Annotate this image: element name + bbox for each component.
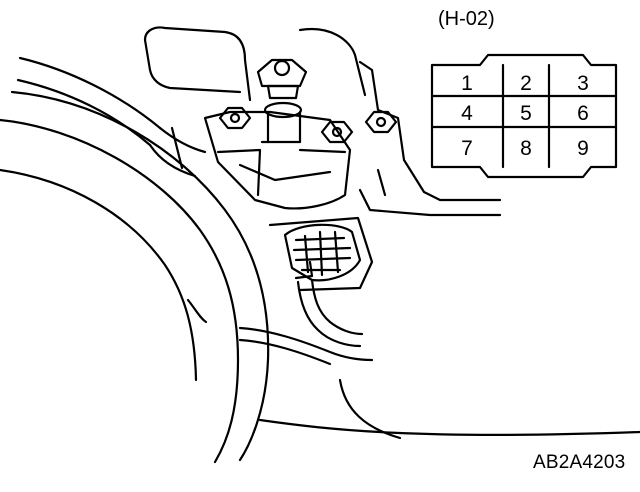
figure-code: AB2A4203 — [533, 452, 626, 473]
connector-pin-5: 5 — [520, 102, 532, 125]
connector-pin-2: 2 — [520, 72, 532, 95]
fuel-tank-outline — [0, 90, 640, 464]
coolant-hose — [16, 56, 207, 178]
connector-pin-8: 8 — [520, 137, 532, 160]
mounting-bracket — [143, 26, 367, 102]
connector-pin-4: 4 — [461, 102, 473, 125]
connector-pins: 1 2 3 4 5 6 7 8 9 — [461, 72, 589, 160]
harness-connector — [268, 216, 374, 292]
frame-member — [358, 60, 502, 217]
wire-harness — [186, 278, 374, 366]
connector-pin-1: 1 — [461, 72, 473, 95]
bolt-right — [320, 120, 354, 144]
connector-face — [430, 53, 618, 179]
connector-pin-7: 7 — [461, 137, 473, 160]
inhibitor-switch-assembly — [203, 58, 352, 210]
connector-pin-6: 6 — [577, 102, 589, 125]
connector-pin-9: 9 — [577, 137, 589, 160]
bolt-far-right — [364, 110, 398, 134]
bolt-left — [218, 106, 252, 130]
connector-pin-3: 3 — [577, 72, 589, 95]
connector-id-label: (H-02) — [438, 8, 495, 30]
